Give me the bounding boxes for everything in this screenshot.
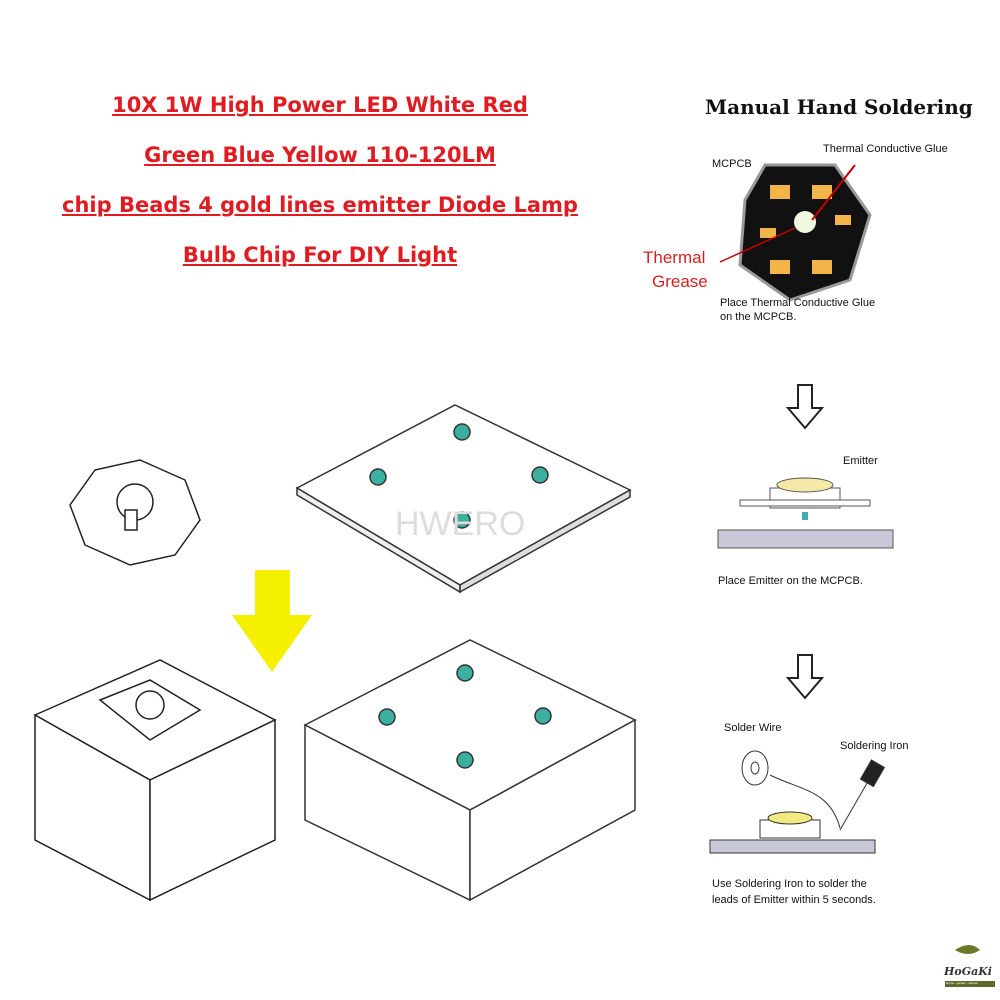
step1-caption-1: Place Thermal Conductive Glue [720, 297, 876, 309]
grease-label-1: Thermal [643, 248, 706, 267]
logo-tagline: Home - garden - kitchen [946, 981, 979, 985]
logo-name: HoGaKi [944, 965, 992, 978]
solder-wire-label: Solder Wire [724, 722, 782, 734]
step-arrow-icon [785, 384, 825, 700]
steps-heading: Manual Hand Soldering [705, 95, 973, 119]
iron-label: Soldering Iron [840, 740, 909, 752]
star-mcpcb-icon [69, 459, 201, 566]
hogaki-logo [945, 945, 995, 987]
title-line-1: 10X 1W High Power LED White Red [112, 93, 528, 117]
title-line-4: Bulb Chip For DIY Light [182, 243, 458, 267]
mcpcb-label: MCPCB [712, 158, 752, 170]
heatsink-small-icon [33, 659, 277, 902]
soldering-diagram-icon [709, 750, 886, 854]
grease-label-2: Grease [652, 272, 708, 291]
emitter-diagram-icon [717, 477, 894, 549]
heatsink-large-icon [303, 639, 637, 902]
step3-caption-2: leads of Emitter within 5 seconds. [712, 894, 876, 906]
step2-caption: Place Emitter on the MCPCB. [718, 575, 863, 587]
mcpcb-diagram-icon [719, 163, 872, 302]
watermark: HWERO [395, 505, 525, 543]
step1-caption-2: on the MCPCB. [720, 311, 797, 323]
down-arrow-icon [232, 570, 312, 672]
title-line-3: chip Beads 4 gold lines emitter Diode La… [62, 193, 578, 217]
glue-label: Thermal Conductive Glue [823, 143, 948, 155]
emitter-label: Emitter [843, 455, 878, 467]
step3-caption-1: Use Soldering Iron to solder the [712, 878, 867, 890]
title-line-2: Green Blue Yellow 110-120LM [144, 143, 496, 167]
flat-board-icon [295, 404, 632, 594]
